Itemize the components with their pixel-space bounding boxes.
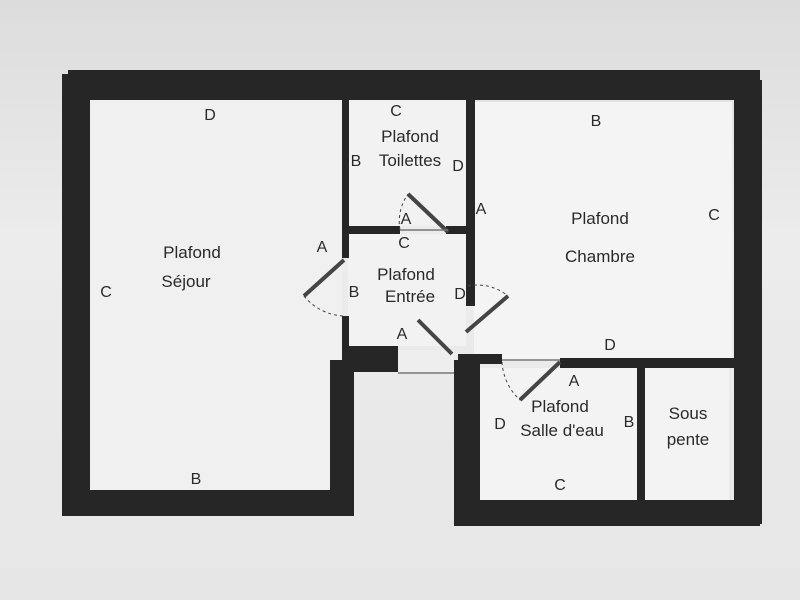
chambre-wall-top: B bbox=[591, 113, 602, 130]
sejour-wall-top: D bbox=[204, 107, 216, 124]
wall-salle-souspente bbox=[637, 364, 645, 502]
wall-toilettes-right bbox=[446, 226, 470, 234]
toilettes-wall-left: B bbox=[351, 153, 362, 170]
toilettes-wall-bottom: A bbox=[401, 211, 412, 228]
entree-label-2: Entrée bbox=[385, 287, 435, 306]
chambre-wall-bottom: D bbox=[604, 337, 616, 354]
wall-sejour-entree-lower bbox=[342, 316, 349, 350]
chambre-wall-right: C bbox=[708, 207, 720, 224]
wall-entree-chambre-upper bbox=[466, 96, 475, 306]
entrance-landing bbox=[398, 350, 454, 372]
toilettes-label-1: Plafond bbox=[381, 127, 439, 146]
wall-bottom-left bbox=[62, 490, 352, 516]
wall-chambre-bottom bbox=[560, 358, 738, 368]
wall-salle-left bbox=[454, 360, 480, 524]
salle-eau-wall-bottom: C bbox=[554, 477, 566, 494]
door-sejour bbox=[302, 258, 346, 298]
wall-right bbox=[734, 80, 762, 524]
wall-toilettes-upper bbox=[342, 226, 400, 234]
doors bbox=[302, 192, 562, 402]
sous-pente-floor bbox=[645, 368, 729, 500]
wall-top bbox=[68, 70, 760, 100]
entree-wall-top: C bbox=[398, 235, 410, 252]
door-entree bbox=[416, 318, 454, 356]
sejour-floor bbox=[88, 96, 342, 492]
sejour-wall-left: C bbox=[100, 284, 112, 301]
sejour-wall-right: A bbox=[317, 239, 328, 256]
salle-eau-wall-left: D bbox=[494, 416, 506, 433]
door-chambre bbox=[464, 294, 510, 334]
toilettes-label-2: Toilettes bbox=[379, 151, 441, 170]
toilettes-wall-top: C bbox=[390, 103, 402, 120]
wall-chambre-bottom-left bbox=[458, 354, 502, 364]
wall-sejour-entree-upper bbox=[342, 96, 349, 258]
chambre-wall-left: A bbox=[476, 201, 487, 218]
sous-pente-label-2: pente bbox=[667, 430, 710, 449]
wall-bottom-right bbox=[454, 500, 760, 526]
entree-wall-right: D bbox=[454, 286, 466, 303]
chambre-label-2: Chambre bbox=[565, 247, 635, 266]
door-chambre-swing bbox=[467, 284, 509, 297]
salle-eau-label-1: Plafond bbox=[531, 397, 589, 416]
sous-pente-label-1: Sous bbox=[669, 404, 708, 423]
chambre-floor bbox=[474, 102, 732, 360]
door-salle-eau bbox=[518, 360, 562, 402]
wall-notch-horizontal bbox=[342, 346, 398, 372]
salle-eau-wall-right: B bbox=[624, 414, 635, 431]
salle-eau-label-2: Salle d'eau bbox=[520, 421, 604, 440]
wall-notch-vertical bbox=[330, 360, 354, 516]
door-toilettes bbox=[406, 192, 450, 234]
sejour-label-2: Séjour bbox=[161, 272, 210, 291]
entree-floor bbox=[348, 234, 466, 346]
sejour-wall-bottom: B bbox=[191, 471, 202, 488]
thresholds bbox=[398, 229, 560, 374]
door-sejour-swing bbox=[303, 295, 345, 317]
wall-stub bbox=[466, 286, 471, 288]
salle-eau-wall-top: A bbox=[569, 373, 580, 390]
entree-wall-bottom: A bbox=[397, 326, 408, 343]
chambre-label-1: Plafond bbox=[571, 209, 629, 228]
salle-eau-floor bbox=[480, 368, 638, 500]
door-toilettes-swing bbox=[398, 193, 409, 231]
entree-label-1: Plafond bbox=[377, 265, 435, 284]
walls bbox=[62, 70, 762, 526]
wall-left bbox=[62, 74, 90, 512]
entree-wall-left: B bbox=[349, 284, 360, 301]
toilettes-floor bbox=[348, 100, 466, 226]
sejour-label-1: Plafond bbox=[163, 243, 221, 262]
toilettes-wall-right: D bbox=[452, 158, 464, 175]
